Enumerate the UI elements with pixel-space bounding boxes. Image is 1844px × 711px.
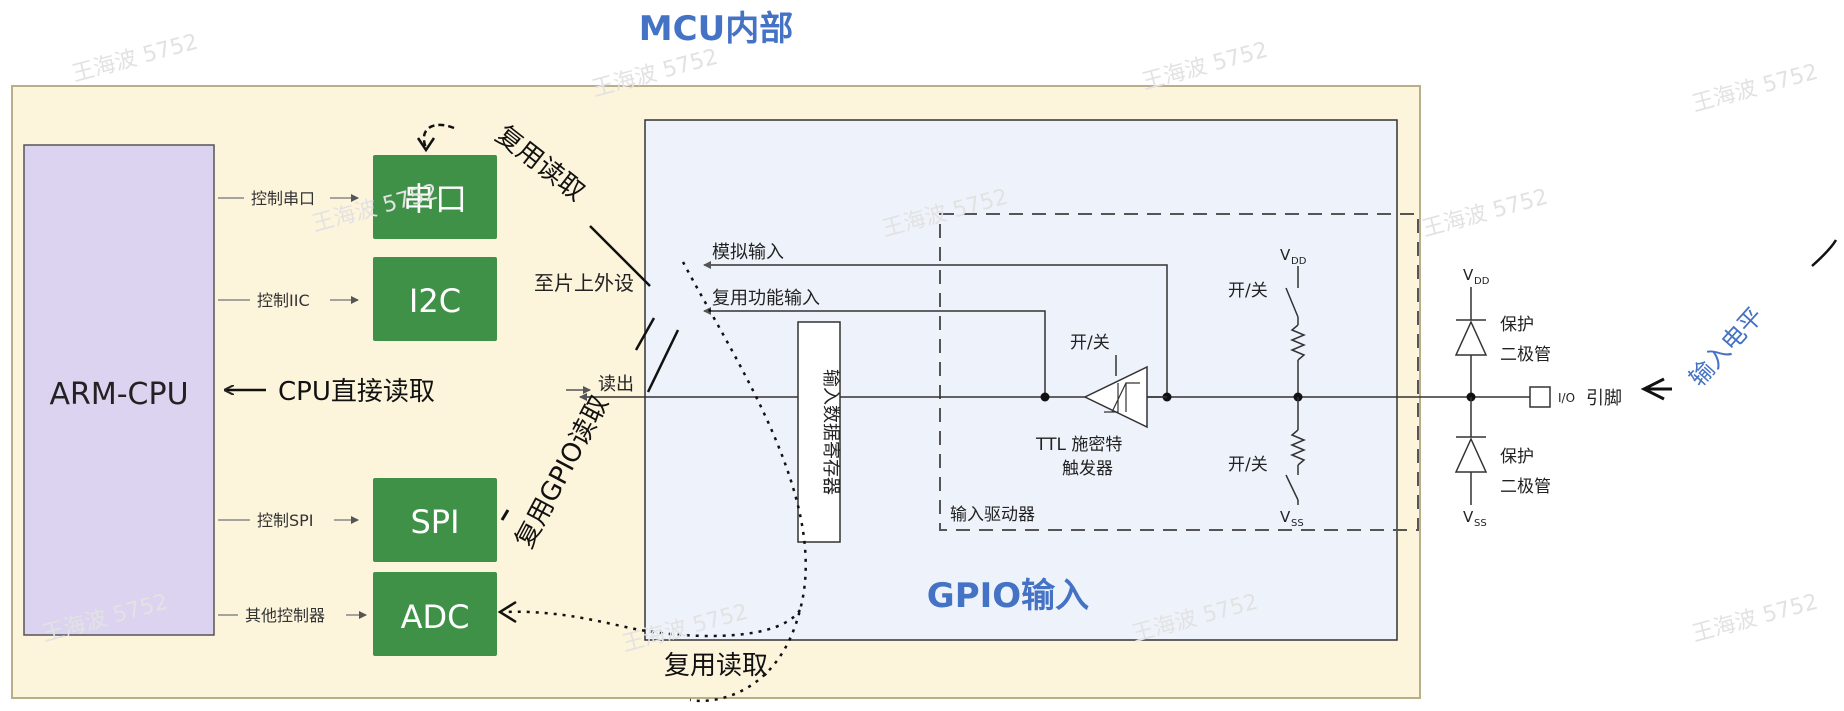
analog-input-line	[703, 261, 1168, 397]
input-driver-box	[939, 213, 1419, 531]
cpu-box	[23, 144, 215, 636]
schmitt-label-2: 触发器	[1062, 459, 1113, 479]
protect-bottom-l1: 保护	[1500, 447, 1534, 467]
onchip-label: 至片上外设	[534, 271, 634, 295]
input-data-register-text: 输入数据寄存器	[820, 369, 841, 495]
control-uart: 控制串口	[218, 189, 359, 208]
input-data-register	[797, 321, 841, 543]
mcu-title: MCU内部	[639, 9, 793, 49]
control-iic-label: 控制IIC	[257, 291, 310, 310]
uart-box	[373, 155, 497, 239]
cpu-read-label: CPU直接读取	[278, 377, 435, 407]
input-level-arrow	[1640, 377, 1665, 401]
control-spi-label: 控制SPI	[257, 511, 314, 530]
schmitt-label-1: TTL 施密特	[1035, 435, 1122, 455]
pull-up-resistor: V DD 开/关	[1228, 246, 1307, 397]
uart-label: 串口	[403, 180, 467, 218]
protect-diode-bottom: V SS 保护 二极管	[1454, 397, 1551, 529]
io-pin-box	[1529, 386, 1551, 408]
protect-bottom-l2: 二极管	[1500, 477, 1551, 497]
schmitt-node-left	[1040, 392, 1050, 402]
control-other-label: 其他控制器	[245, 606, 325, 625]
spi-label: SPI	[410, 503, 459, 541]
schmitt-switch-label: 开/关	[1070, 333, 1110, 353]
control-other: 其他控制器	[218, 606, 367, 625]
analog-input-label: 模拟输入	[712, 242, 784, 263]
spi-box	[373, 478, 497, 562]
schmitt-hysteresis-icon	[1104, 382, 1140, 413]
adc-label: ADC	[401, 598, 470, 636]
gpio-box	[644, 119, 1398, 641]
input-level-curve	[1811, 239, 1838, 267]
io-pin-label: 引脚	[1586, 388, 1622, 409]
svg-text:V: V	[1463, 266, 1474, 284]
alt-func-input-label: 复用功能输入	[712, 288, 820, 309]
reuse-read-dotted-curve	[503, 261, 807, 703]
readout-label: 读出	[598, 374, 634, 395]
alt-func-input-line	[703, 307, 1046, 397]
svg-text:V: V	[1463, 508, 1474, 526]
protect-top-l2: 二极管	[1500, 345, 1551, 365]
pullup-switch-label: 开/关	[1228, 281, 1268, 301]
control-iic: 控制IIC	[218, 291, 359, 310]
input-driver-label: 输入驱动器	[950, 505, 1035, 525]
svg-text:V: V	[1280, 246, 1291, 264]
io-pin-io: I/O	[1558, 391, 1575, 405]
control-spi: 控制SPI	[218, 511, 359, 530]
svg-text:SS: SS	[1474, 518, 1487, 529]
input-level-label: 输入电平	[1684, 302, 1769, 392]
svg-text:V: V	[1280, 508, 1291, 526]
protect-diode-top: V DD 保护 二极管	[1454, 266, 1551, 397]
svg-text:DD: DD	[1291, 256, 1307, 267]
input-data-register-label: 输入数据寄存器	[820, 369, 841, 495]
pulldown-switch-label: 开/关	[1228, 455, 1268, 475]
cpu-label: ARM-CPU	[49, 377, 188, 412]
gpio-title: GPIO输入	[927, 576, 1089, 616]
svg-text:DD: DD	[1474, 276, 1490, 287]
adc-box	[373, 572, 497, 656]
i2c-box	[373, 257, 497, 341]
svg-text:SS: SS	[1291, 518, 1304, 529]
pull-down-resistor: V SS 开/关	[1228, 397, 1306, 529]
reuse-read-curve-uart	[422, 123, 455, 149]
i2c-label: I2C	[409, 282, 461, 320]
protect-top-l1: 保护	[1500, 315, 1534, 335]
reuse-read-label-bottom: 复用读取	[664, 651, 768, 681]
control-uart-label: 控制串口	[251, 189, 315, 208]
